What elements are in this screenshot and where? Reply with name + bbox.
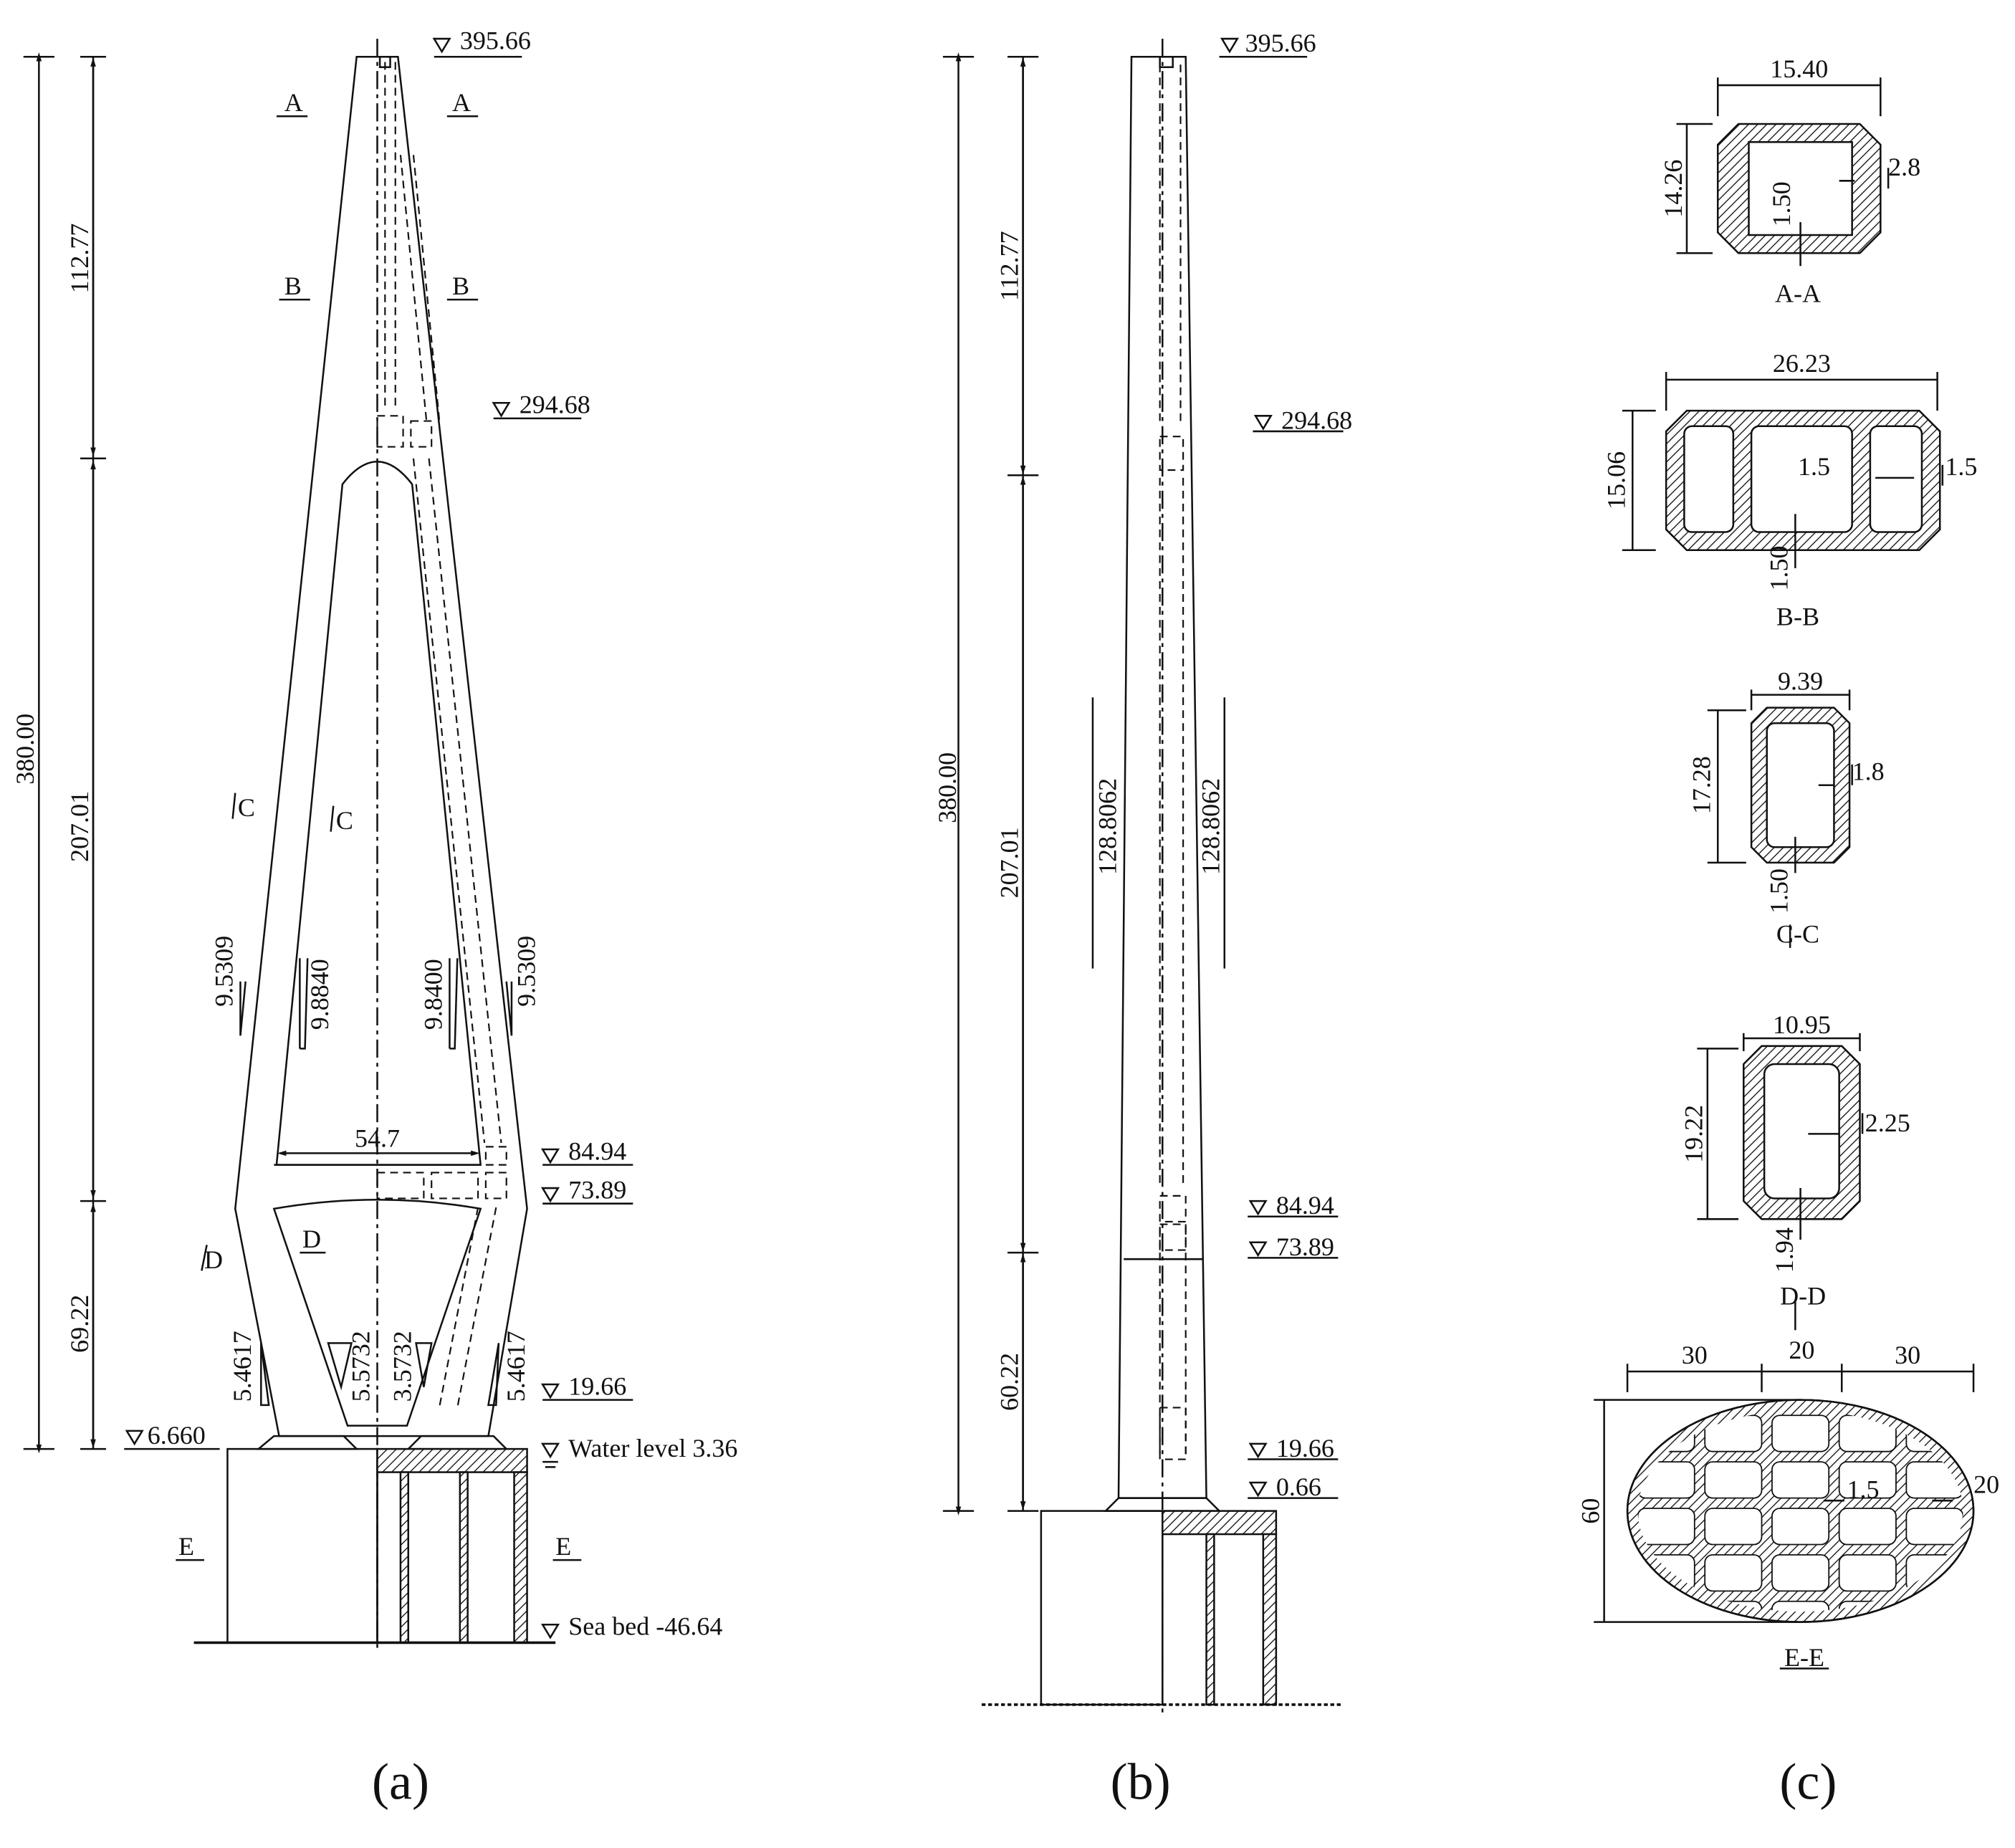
a-section-c-left: C <box>238 793 255 822</box>
upper-opening <box>275 461 482 1166</box>
caption-b: (b) <box>1111 1753 1171 1811</box>
a-section-d-left: D <box>204 1245 223 1274</box>
ee-inner: 1.5 <box>1847 1475 1879 1504</box>
a-slope-right-inner: 9.8400 <box>419 959 448 1030</box>
bb-wall: 1.5 <box>1945 452 1977 481</box>
b-elev-top: 395.66 <box>1245 29 1316 57</box>
ee-height: 60 <box>1576 1498 1604 1524</box>
a-slope-left-outer: 9.5309 <box>210 936 239 1007</box>
a-elev-base: 6.660 <box>148 1421 206 1450</box>
a-section-b-right: B <box>452 272 469 300</box>
a-section-e-right: E <box>555 1532 571 1561</box>
foundation-cap <box>376 1447 528 1473</box>
b-elev-upper-beam: 294.68 <box>1281 406 1352 434</box>
a-slope-low-right-outer: 5.4617 <box>502 1331 530 1402</box>
b-dim-middle: 207.01 <box>995 827 1023 898</box>
dd-width: 10.95 <box>1773 1010 1831 1039</box>
ee-label: E-E <box>1784 1643 1824 1672</box>
aa-width: 15.40 <box>1770 54 1828 83</box>
aa-wall: 2.8 <box>1888 153 1920 181</box>
captions: (a) (b) (c) <box>372 1753 1837 1811</box>
a-section-e-left: E <box>178 1532 194 1561</box>
b-slope-right: 128.8062 <box>1197 778 1225 875</box>
dd-label: D-D <box>1780 1281 1826 1310</box>
a-elev-low: 19.66 <box>568 1371 626 1400</box>
panel-b-text: 380.00 112.77 207.01 60.22 128.8062 128.… <box>933 29 1352 1501</box>
b-elev-base: 0.66 <box>1276 1473 1321 1501</box>
cc-label: C-C <box>1776 920 1819 949</box>
cc-width: 9.39 <box>1778 666 1823 695</box>
a-elev-beam2: 73.89 <box>568 1175 626 1204</box>
a-elev-upper-beam: 294.68 <box>520 391 590 419</box>
b-total-height: 380.00 <box>933 752 962 823</box>
pylon-outline <box>234 56 528 1437</box>
panel-c-text: 15.40 14.26 2.8 1.50 A-A 26.23 15.06 1.5… <box>1576 54 1999 1672</box>
b-dim-upper: 112.77 <box>995 231 1023 301</box>
a-dim-upper: 112.77 <box>65 224 94 294</box>
a-slope-low-right-inner: 3.5732 <box>388 1331 416 1402</box>
panel-b <box>942 37 1344 1718</box>
a-slope-left-inner: 9.8840 <box>305 959 334 1030</box>
b-elev-beam2: 73.89 <box>1276 1232 1334 1261</box>
section-dd <box>1697 1033 1864 1331</box>
a-section-a-right: A <box>452 88 471 117</box>
a-cross-beam-span: 54.7 <box>355 1124 400 1152</box>
caption-a: (a) <box>372 1753 429 1811</box>
b-dim-lower: 60.22 <box>995 1353 1023 1411</box>
a-section-d-right: D <box>302 1225 321 1253</box>
a-total-height: 380.00 <box>11 714 39 785</box>
cc-bottom: 1.50 <box>1765 868 1794 914</box>
ee-w1: 30 <box>1682 1341 1708 1369</box>
a-elev-top: 395.66 <box>460 26 531 54</box>
cc-wall: 1.8 <box>1852 757 1885 786</box>
b-elev-beam1: 84.94 <box>1276 1191 1334 1220</box>
a-slope-right-outer: 9.5309 <box>512 936 540 1007</box>
panel-c <box>1594 77 1975 1670</box>
panel-a <box>23 37 633 1653</box>
section-aa <box>1676 77 1890 267</box>
a-elev-beam1: 84.94 <box>568 1136 626 1165</box>
b-elev-low: 19.66 <box>1276 1434 1334 1462</box>
bb-web: 1.5 <box>1798 452 1830 481</box>
ee-outer: 20 <box>1973 1470 1999 1498</box>
a-section-b-left: B <box>284 272 302 300</box>
dd-bottom: 1.94 <box>1770 1227 1799 1273</box>
bb-width: 26.23 <box>1773 349 1831 378</box>
section-bb <box>1622 372 1944 568</box>
section-ee <box>1594 1364 1975 1670</box>
bb-height: 15.06 <box>1602 451 1630 509</box>
section-cc <box>1707 689 1853 948</box>
ee-w2: 20 <box>1789 1336 1814 1364</box>
ee-w3: 30 <box>1895 1341 1920 1369</box>
a-sea-bed: Sea bed -46.64 <box>568 1612 722 1641</box>
panel-a-text: 380.00 112.77 207.01 69.22 395.66 294.68… <box>11 26 737 1640</box>
bb-bottom: 1.50 <box>1765 545 1794 590</box>
b-foundation-cap <box>1162 1510 1278 1536</box>
a-slope-low-left-inner: 5.5732 <box>347 1331 375 1402</box>
lower-opening <box>272 1199 482 1427</box>
bb-label: B-B <box>1776 602 1819 631</box>
dd-wall: 2.25 <box>1865 1109 1910 1137</box>
aa-bottom: 1.50 <box>1767 181 1796 226</box>
a-dim-lower: 69.22 <box>65 1295 94 1353</box>
aa-height: 14.26 <box>1659 160 1688 218</box>
aa-label: A-A <box>1775 279 1821 308</box>
b-slope-left: 128.8062 <box>1093 778 1121 875</box>
cc-height: 17.28 <box>1687 756 1715 814</box>
a-section-c-right: C <box>336 806 353 835</box>
a-slope-low-left-outer: 5.4617 <box>228 1331 257 1402</box>
a-section-a-left: A <box>284 88 303 117</box>
foundation-left <box>226 1447 378 1644</box>
a-water-level: Water level 3.36 <box>568 1434 737 1462</box>
dd-height: 19.22 <box>1680 1105 1708 1163</box>
a-dim-middle: 207.01 <box>65 791 94 862</box>
caption-c: (c) <box>1779 1753 1837 1811</box>
